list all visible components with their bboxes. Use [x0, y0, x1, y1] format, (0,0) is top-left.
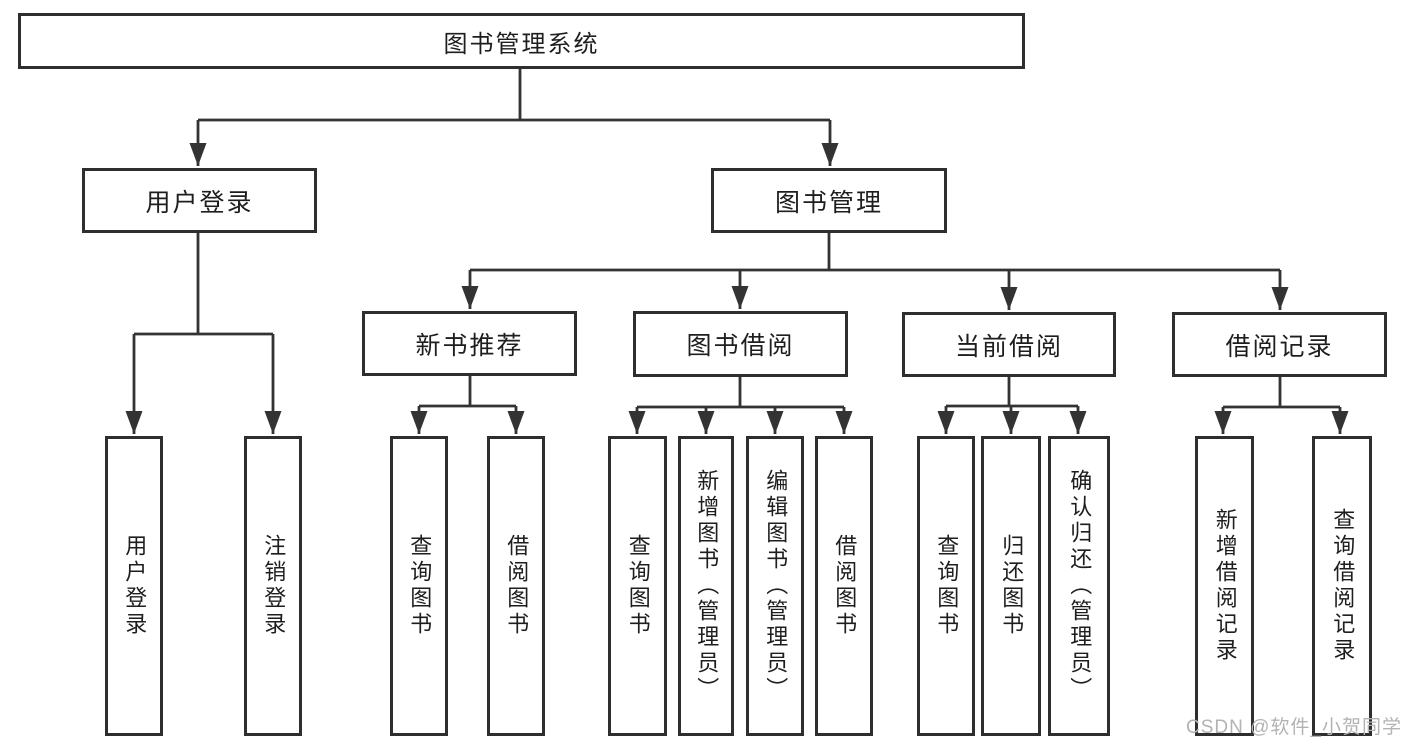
- node-book-management-label: 图书管理: [774, 188, 883, 217]
- leaf-query-book-current: 查询图书: [917, 436, 975, 736]
- leaf-user-login-label: 用户登录: [122, 534, 148, 638]
- leaf-confirm-return-admin: 确认归还（管理员）: [1048, 436, 1110, 736]
- leaf-logout: 注销登录: [244, 436, 302, 736]
- leaf-query-book-borrowing-label: 查询图书: [625, 534, 651, 638]
- node-user-login-label: 用户登录: [145, 188, 254, 217]
- leaf-query-book-recommend: 查询图书: [390, 436, 448, 736]
- leaf-add-borrow-record-label: 新增借阅记录: [1212, 508, 1238, 664]
- leaf-add-book-admin: 新增图书（管理员）: [678, 436, 734, 736]
- leaf-query-borrow-record-label: 查询借阅记录: [1330, 508, 1356, 664]
- node-book-borrowing-label: 图书借阅: [686, 332, 795, 360]
- leaf-query-book-borrowing: 查询图书: [608, 436, 667, 736]
- leaf-query-borrow-record: 查询借阅记录: [1312, 436, 1372, 736]
- leaf-borrow-book-recommend: 借阅图书: [487, 436, 545, 736]
- node-current-borrowing-label: 当前借阅: [954, 332, 1063, 361]
- node-root: 图书管理系统: [18, 13, 1025, 69]
- node-current-borrowing: 当前借阅: [902, 312, 1116, 377]
- leaf-user-login: 用户登录: [105, 436, 163, 736]
- leaf-edit-book-admin-label: 编辑图书（管理员）: [763, 469, 789, 703]
- leaf-logout-label: 注销登录: [261, 534, 287, 638]
- node-book-management: 图书管理: [711, 168, 947, 233]
- node-new-book-recommend-label: 新书推荐: [415, 331, 524, 360]
- leaf-confirm-return-admin-label: 确认归还（管理员）: [1067, 469, 1093, 703]
- leaf-borrow-book-recommend-label: 借阅图书: [504, 534, 530, 638]
- leaf-return-book-label: 归还图书: [999, 534, 1025, 638]
- leaf-query-book-current-label: 查询图书: [934, 534, 960, 638]
- leaf-return-book: 归还图书: [981, 436, 1041, 736]
- node-new-book-recommend: 新书推荐: [362, 311, 577, 376]
- leaf-edit-book-admin: 编辑图书（管理员）: [746, 436, 804, 736]
- csdn-watermark: CSDN @软件_小贺同学: [1186, 717, 1402, 738]
- leaf-add-book-admin-label: 新增图书（管理员）: [694, 469, 720, 703]
- leaf-borrow-book: 借阅图书: [815, 436, 873, 736]
- node-book-borrowing: 图书借阅: [633, 311, 848, 377]
- leaf-query-book-recommend-label: 查询图书: [407, 534, 433, 638]
- node-root-label: 图书管理系统: [443, 30, 600, 58]
- node-borrowing-records-label: 借阅记录: [1225, 332, 1334, 361]
- leaf-borrow-book-label: 借阅图书: [832, 534, 858, 638]
- leaf-add-borrow-record: 新增借阅记录: [1195, 436, 1254, 736]
- node-borrowing-records: 借阅记录: [1172, 312, 1387, 377]
- node-user-login: 用户登录: [82, 168, 317, 233]
